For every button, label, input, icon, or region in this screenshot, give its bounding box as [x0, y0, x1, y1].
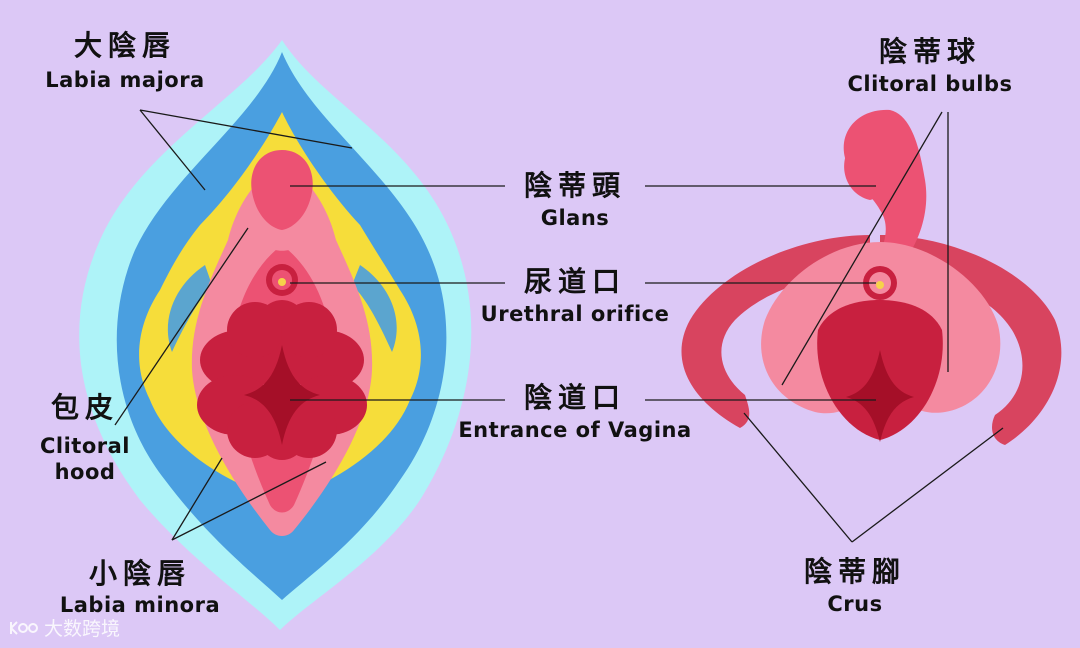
- label-crus: 陰蒂腳 Crus: [790, 558, 920, 615]
- urethral-orifice-internal: [863, 266, 897, 300]
- label-crus-en: Crus: [827, 592, 883, 616]
- label-labia-majora-zh: 大陰唇: [73, 29, 176, 62]
- glans-internal: [844, 150, 881, 200]
- vulva-external-view: [79, 40, 472, 630]
- watermark-text: 大数跨境: [44, 618, 121, 640]
- watermark: 大数跨境: [8, 614, 120, 641]
- watermark-logo-icon: [10, 621, 38, 635]
- label-entrance-of-vagina-en: Entrance of Vagina: [458, 418, 692, 442]
- label-entrance-of-vagina-zh: 陰道口: [523, 381, 626, 414]
- label-glans-en: Glans: [540, 206, 610, 230]
- label-urethral-orifice-zh: 尿道口: [523, 265, 626, 298]
- label-labia-minora-zh: 小陰唇: [88, 557, 191, 590]
- label-entrance-of-vagina: 陰道口 Entrance of Vagina: [445, 384, 705, 441]
- label-clitoral-hood-en-1: Clitoral: [40, 434, 130, 458]
- glans-shape: [251, 150, 313, 230]
- label-labia-minora-en: Labia minora: [59, 593, 221, 617]
- label-glans: 陰蒂頭 Glans: [500, 172, 650, 229]
- label-urethral-orifice: 尿道口 Urethral orifice: [470, 268, 680, 325]
- label-clitoral-hood: 包皮 Clitoral hood: [10, 394, 160, 483]
- label-clitoral-hood-en-2: hood: [54, 460, 116, 484]
- label-clitoral-bulbs-zh: 陰蒂球: [878, 35, 981, 68]
- vaginal-inner-star: [846, 350, 914, 442]
- vaginal-opening-flower: [197, 300, 367, 460]
- leader-lines: [114, 109, 1004, 543]
- label-glans-zh: 陰蒂頭: [523, 169, 626, 202]
- clitoral-body-shaft: [843, 109, 927, 261]
- label-clitoral-bulbs: 陰蒂球 Clitoral bulbs: [835, 38, 1025, 95]
- clitoris-internal-view: [681, 109, 1062, 445]
- vaginal-opening-center: [244, 345, 320, 445]
- label-labia-majora: 大陰唇 Labia majora: [30, 32, 220, 91]
- label-crus-zh: 陰蒂腳: [803, 555, 906, 588]
- label-urethral-orifice-en: Urethral orifice: [480, 302, 670, 326]
- label-labia-minora: 小陰唇 Labia minora: [40, 560, 240, 616]
- label-clitoral-bulbs-en: Clitoral bulbs: [847, 72, 1013, 96]
- label-labia-majora-en: Labia majora: [45, 68, 205, 92]
- label-clitoral-hood-zh: 包皮: [50, 391, 119, 424]
- crus-right: [880, 235, 1062, 445]
- urethral-orifice-mark: [266, 264, 298, 296]
